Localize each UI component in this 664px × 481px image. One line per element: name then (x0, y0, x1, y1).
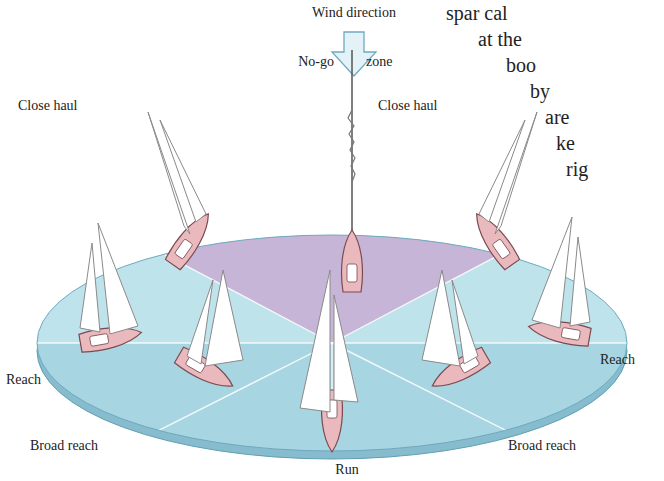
sailboat (148, 112, 217, 271)
sailboat (300, 270, 358, 452)
hull (164, 208, 217, 271)
zone-label: zone (366, 54, 392, 69)
lower-sector (0, 343, 664, 473)
sail (300, 270, 330, 412)
point-of-sail-label: Reach (600, 352, 635, 367)
sail (205, 270, 243, 366)
sail (334, 295, 358, 402)
body-text-fragment: rig (566, 158, 588, 180)
sector-line (20, 342, 332, 343)
sail (160, 120, 206, 222)
cockpit (492, 239, 511, 259)
hull (342, 230, 363, 292)
point-of-sail-label: Reach (6, 372, 41, 387)
sailboat (527, 217, 592, 348)
sail (80, 243, 100, 332)
body-text-fragment: boo (506, 54, 536, 76)
sector-line (90, 215, 332, 343)
luffing-sail (348, 110, 355, 182)
point-of-sail-label: Close haul (18, 98, 78, 113)
sail (98, 223, 138, 334)
hull (468, 208, 521, 271)
point-of-sail-label: Broad reach (508, 438, 576, 453)
sailboat (79, 223, 144, 354)
sailboat (422, 270, 491, 395)
sailboat (174, 270, 243, 395)
point-of-sail-label: Run (335, 462, 358, 477)
sailboat (342, 230, 363, 292)
sail (452, 280, 478, 364)
wind-label: Wind direction (312, 5, 396, 20)
upper-sector (0, 200, 664, 343)
point-of-sail-label: Broad reach (30, 438, 98, 453)
cockpit (89, 333, 108, 346)
disc-outline (37, 235, 627, 451)
sail (479, 120, 525, 222)
cockpit (561, 327, 580, 340)
sail (422, 270, 460, 366)
zone-label: No-go (298, 54, 334, 69)
point-of-sail-label: Close haul (378, 98, 438, 113)
cockpit (174, 239, 193, 259)
sector-line (332, 342, 644, 343)
body-text-fragment: are (545, 106, 569, 128)
sail (187, 280, 213, 364)
sail (532, 217, 572, 328)
sailboat (468, 112, 537, 271)
body-text-fragment: spar cal (446, 2, 508, 24)
body-text-fragment: at the (478, 28, 522, 50)
mast (351, 50, 353, 250)
body-text-fragment: by (530, 80, 550, 102)
sail (570, 237, 590, 326)
body-text-fragment: ke (556, 132, 575, 154)
cockpit (347, 264, 357, 282)
sail-disc (0, 200, 664, 473)
